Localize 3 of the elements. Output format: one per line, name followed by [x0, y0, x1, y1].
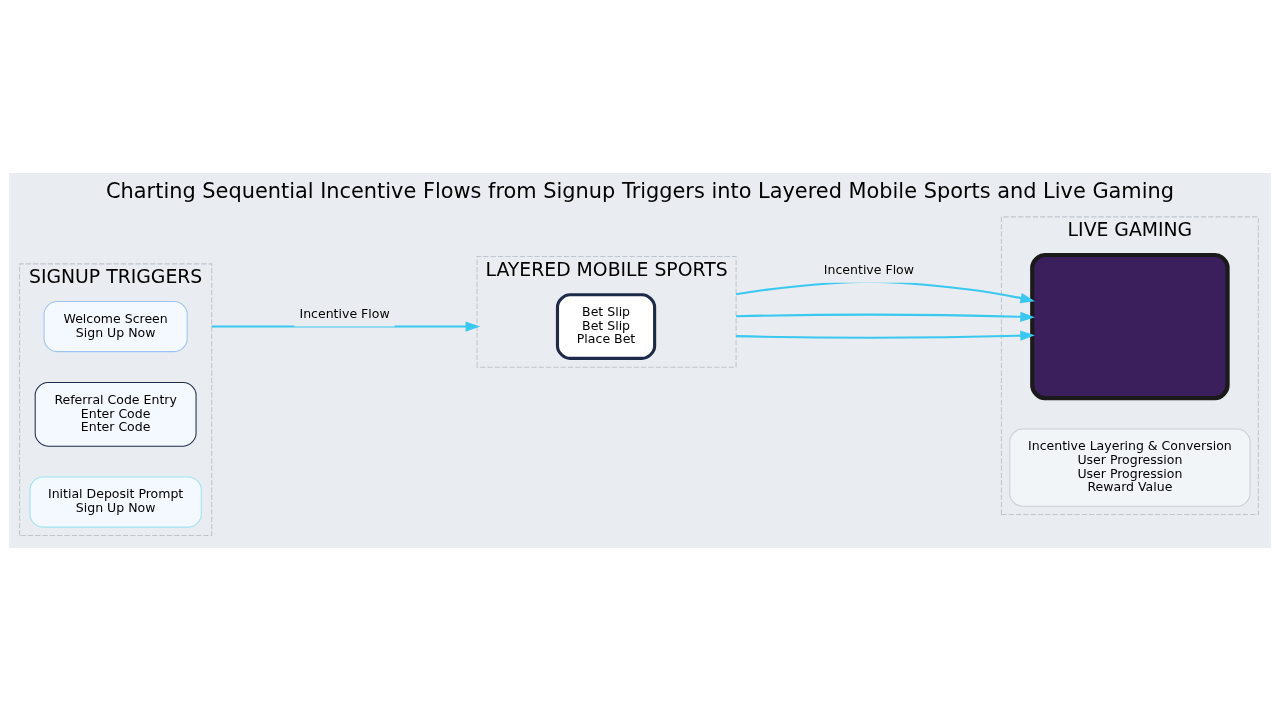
- edge-label: Incentive Flow: [823, 261, 915, 277]
- edge-label: Incentive Flow: [299, 305, 390, 321]
- diagram-title: Charting Sequential Incentive Flows from Signup Triggers into Layered Mobile Sports and Live Gaming: [106, 178, 1174, 203]
